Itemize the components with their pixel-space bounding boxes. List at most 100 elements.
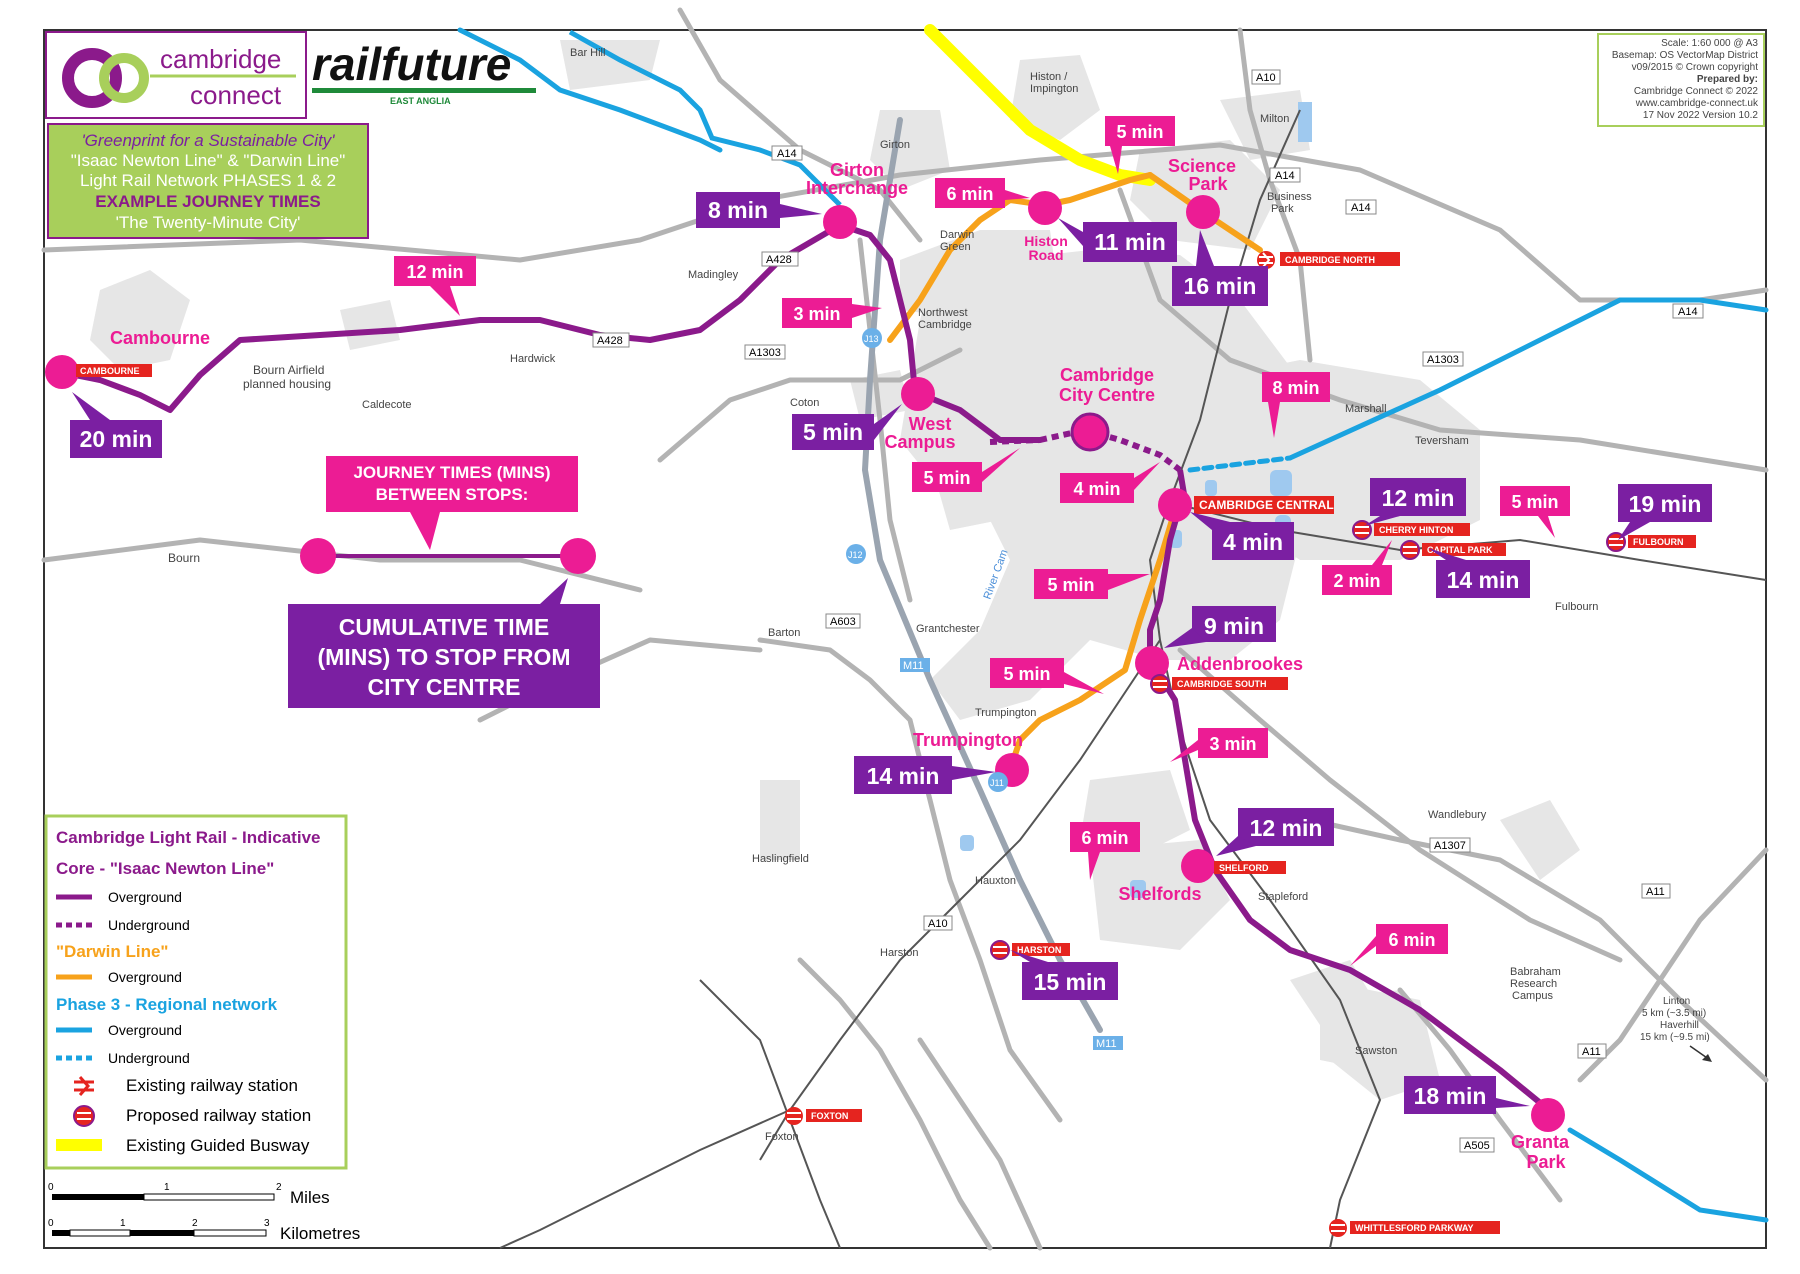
stop-cambridge-central[interactable] (1158, 488, 1192, 522)
core-underground-2 (989, 437, 1041, 445)
logo-railfuture-sub: EAST ANGLIA (390, 96, 451, 106)
place-sawston: Sawston (1355, 1045, 1397, 1057)
stop-city-centre[interactable] (1070, 412, 1110, 452)
rail-icon-cherry-hinton (1352, 520, 1372, 540)
stop-west-campus[interactable] (901, 377, 935, 411)
place-bar-hill: Bar Hill (570, 47, 605, 59)
scale-miles-label: Miles (290, 1188, 330, 1207)
place-darwin-green-2: Green (940, 241, 971, 253)
seg-shelfords-granta: 6 min (1388, 930, 1435, 950)
stop-label-girton-2: Interchange (806, 178, 908, 198)
seg-cherry-fulbourn: 5 min (1511, 492, 1558, 512)
stop-label-girton: Girton (830, 160, 884, 180)
station-cambridge-north: CAMBRIDGE NORTH (1285, 255, 1375, 265)
cum-addenbrookes: 9 min (1204, 613, 1264, 639)
logo-connect-text: connect (190, 80, 282, 110)
station-whittlesford: WHITTLESFORD PARKWAY (1355, 1223, 1474, 1233)
place-linton: Linton (1663, 996, 1690, 1007)
stop-shelfords[interactable] (1181, 849, 1215, 883)
scale-miles-2: 2 (276, 1182, 282, 1193)
seg-central-cherry: 2 min (1333, 571, 1380, 591)
cum-histon: 11 min (1094, 229, 1166, 255)
stop-labels: Cambourne Girton Interchange West Campus… (110, 156, 1570, 1172)
road-m11-2: M11 (1096, 1038, 1117, 1050)
stop-girton[interactable] (823, 205, 857, 239)
explainer-cumulative-1: CUMULATIVE TIME (339, 614, 549, 640)
road-a1303-e: A1303 (1427, 354, 1459, 366)
seg-central-addenbrookes: 5 min (1047, 575, 1094, 595)
place-teversham: Teversham (1415, 435, 1469, 447)
place-business-park-2: Park (1271, 203, 1294, 215)
explainer-stop-left (300, 538, 336, 574)
rail-icon-harston (990, 940, 1010, 960)
guided-busway (924, 24, 1156, 186)
stop-label-trumpington: Trumpington (913, 730, 1023, 750)
road-a1307: A1307 (1434, 840, 1466, 852)
title-line-4: EXAMPLE JOURNEY TIMES (95, 192, 320, 211)
cum-cambourne: 20 min (80, 426, 153, 452)
place-madingley: Madingley (688, 269, 739, 281)
segment-callouts: 12 min 3 min 5 min 4 min 5 min 5 min 3 m… (394, 116, 1570, 966)
seg-girton-west: 3 min (793, 304, 840, 324)
legend-darwin: "Darwin Line" (56, 942, 168, 961)
place-milton: Milton (1260, 113, 1289, 125)
explainer-cumulative-2: (MINS) TO STOP FROM (317, 644, 570, 670)
scale-km-label: Kilometres (280, 1224, 360, 1243)
stop-science-park[interactable] (1186, 195, 1220, 229)
scale-bar: 0 1 2 Miles 0 1 2 3 Kilometres (48, 1182, 360, 1243)
legend-proposed-station-icon (73, 1105, 95, 1127)
cum-west: 5 min (803, 419, 863, 445)
cum-harston: 15 min (1034, 969, 1107, 995)
stop-label-histon-2: Road (1029, 247, 1064, 263)
phase3-route-nw (568, 29, 842, 207)
scale-miles-0: 0 (48, 1182, 54, 1193)
stop-label-granta-2: Park (1526, 1152, 1566, 1172)
place-caldecote: Caldecote (362, 399, 412, 411)
roads (41, 7, 1769, 1251)
place-coton: Coton (790, 397, 819, 409)
rail-icon-whittlesford (1329, 1219, 1347, 1237)
place-hauxton: Hauxton (975, 875, 1016, 887)
place-wandlebury: Wandlebury (1428, 809, 1487, 821)
rail-icon-cambridge-south (1150, 674, 1170, 694)
place-linton-4: 15 km (~9.5 mi) (1640, 1032, 1710, 1043)
stop-granta-park[interactable] (1531, 1098, 1565, 1132)
place-fulbourn: Fulbourn (1555, 601, 1598, 613)
stop-addenbrookes[interactable] (1135, 646, 1169, 680)
stop-histon-road[interactable] (1028, 191, 1062, 225)
station-shelford: SHELFORD (1219, 863, 1269, 873)
cum-shelfords: 12 min (1250, 815, 1323, 841)
seg-addenbrookes-shelfords: 3 min (1209, 734, 1256, 754)
core-underground (1039, 426, 1182, 473)
explainer-cumulative-3: CITY CENTRE (368, 674, 521, 700)
info-box: Scale: 1:60 000 @ A3 Basemap: OS VectorM… (1597, 33, 1765, 127)
stop-label-city: Cambridge (1060, 365, 1154, 385)
rail-icon-capital-park (1400, 540, 1420, 560)
legend-busway: Existing Guided Busway (126, 1136, 310, 1155)
place-babraham: Babraham (1510, 966, 1561, 978)
road-labels: A14 A14 A14 A14 A10 A10 A428 A428 A1303 … (592, 69, 1704, 1153)
rail-icon-foxton (785, 1107, 803, 1125)
seg-addenbrookes-trumpington: 5 min (1003, 664, 1050, 684)
road-a11-2: A11 (1582, 1046, 1601, 1058)
station-cambourne: CAMBOURNE (80, 366, 140, 376)
stop-label-cambourne: Cambourne (110, 328, 210, 348)
seg-histon-science: 5 min (1116, 122, 1163, 142)
legend: Cambridge Light Rail - Indicative Core -… (44, 814, 348, 1170)
scale-km-1: 1 (120, 1218, 126, 1229)
road-a11-1: A11 (1646, 886, 1665, 898)
station-capital-park: CAPITAL PARK (1427, 545, 1493, 555)
logo-railfuture: railfuture EAST ANGLIA (312, 38, 536, 106)
cum-fulbourn: 19 min (1629, 491, 1702, 517)
info-line-3: v09/2015 © Crown copyright (1632, 62, 1759, 73)
station-labels: CAMBOURNE CAMBRIDGE NORTH CAMBRIDGE CENT… (76, 251, 1696, 1237)
legend-underground: Underground (108, 917, 190, 933)
title-line-1: 'Greenprint for a Sustainable City' (81, 131, 335, 150)
place-stapleford: Stapleford (1258, 891, 1308, 903)
stop-cambourne[interactable] (45, 355, 79, 389)
place-linton-3: Haverhill (1660, 1020, 1699, 1031)
logo-railfuture-text: railfuture (312, 38, 511, 90)
stop-label-west: West (909, 414, 952, 434)
legend-proposed-station: Proposed railway station (126, 1106, 311, 1125)
